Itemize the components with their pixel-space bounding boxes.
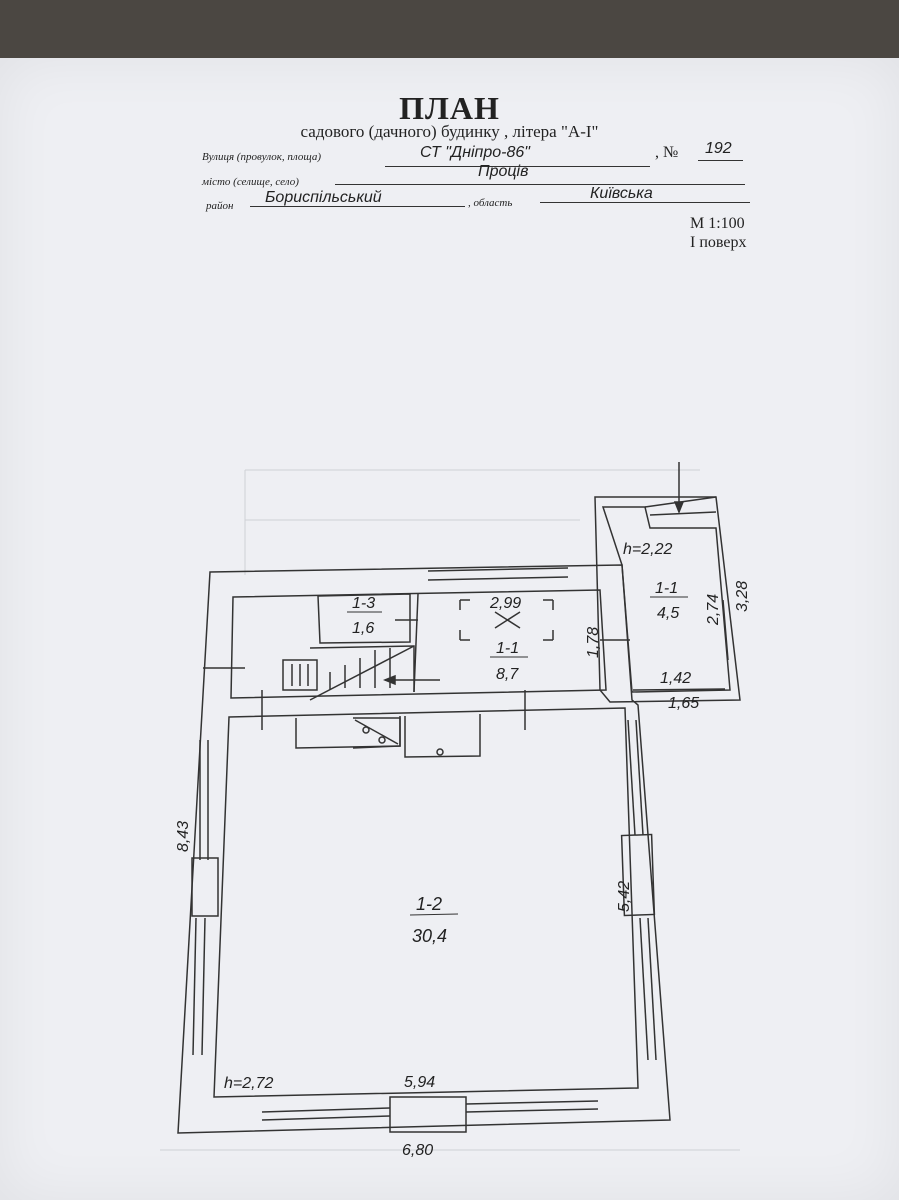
scale-label: М 1:100 — [690, 215, 745, 232]
document-title: ПЛАН — [399, 90, 500, 126]
document-subtitle: садового (дачного) будинку , літера "А-I… — [300, 122, 599, 141]
main-height: h=2,72 — [224, 1075, 273, 1092]
room-1-3-box — [317, 593, 411, 644]
main-room-inner-wall — [213, 707, 639, 1098]
right-windows — [620, 719, 657, 1061]
dim-1-65: 1,65 — [668, 695, 699, 712]
dim-3-28: 3,28 — [734, 581, 751, 612]
room-1-3-area: 1,6 — [352, 620, 374, 637]
district-value: Бориспільський — [265, 189, 382, 206]
district-label: район — [206, 200, 234, 212]
city-label: місто (селище, село) — [202, 176, 299, 188]
porch-height: h=2,22 — [623, 541, 672, 558]
porch-outer-wall — [594, 496, 741, 703]
dim-2-74: 2,74 — [705, 594, 722, 626]
dim-1-42: 1,42 — [660, 670, 691, 687]
room-1-3-number: 1-3 — [352, 595, 375, 612]
heater-symbol — [282, 659, 318, 691]
stair-diagonal — [309, 645, 415, 701]
dim-2-99: 2,99 — [489, 595, 521, 612]
upper-inner-wall — [230, 589, 607, 699]
room-1-1-area: 8,7 — [496, 666, 519, 683]
room-1-1-number: 1-1 — [496, 640, 519, 657]
region-value: Київська — [590, 185, 653, 202]
dim-5-94: 5,94 — [404, 1074, 435, 1091]
dim-1-78: 1,78 — [585, 627, 602, 658]
number-underline — [698, 160, 743, 161]
number-value: 192 — [705, 140, 732, 157]
room-porch-area: 4,5 — [657, 605, 679, 622]
dim-8-43: 8,43 — [175, 821, 192, 852]
city-underline — [335, 184, 745, 185]
dim-6-80: 6,80 — [402, 1142, 433, 1159]
city-value: Проців — [478, 163, 529, 180]
floor-label: I поверх — [690, 234, 747, 251]
street-underline — [385, 166, 650, 167]
dim-5-42: 5,42 — [616, 881, 633, 912]
room-1-2-area: 30,4 — [412, 926, 447, 946]
left-windows — [191, 740, 219, 1056]
number-label: , № — [655, 144, 679, 161]
street-value: СТ "Дніпро-86" — [420, 144, 530, 161]
room-porch-number: 1-1 — [655, 580, 678, 597]
counter-block — [295, 716, 401, 749]
region-underline — [540, 202, 750, 203]
street-label: Вулиця (провулок, площа) — [202, 151, 322, 163]
room-1-2-number: 1-2 — [416, 894, 442, 914]
bottom-windows — [261, 1096, 599, 1133]
region-label: , область — [468, 197, 513, 209]
district-underline — [250, 206, 465, 207]
paper-sheet — [0, 58, 899, 1200]
stove-block — [404, 714, 481, 758]
